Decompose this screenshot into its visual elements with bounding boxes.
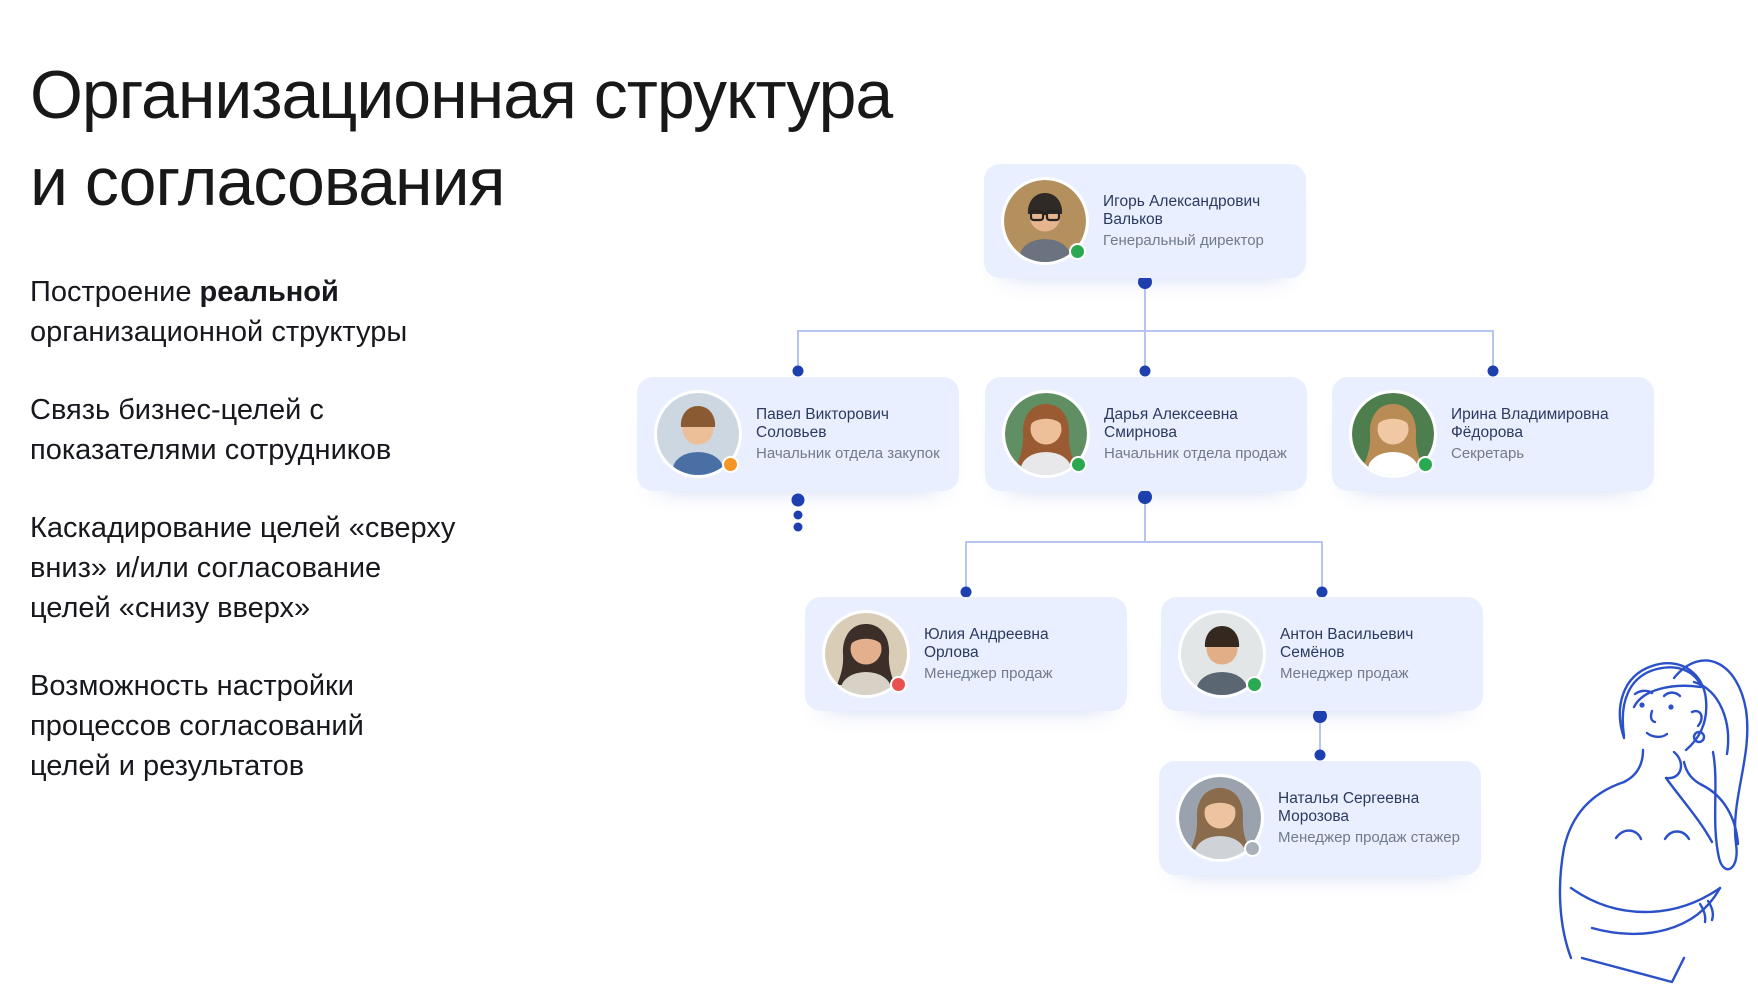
- connector-line: [1144, 281, 1146, 331]
- avatar: [657, 393, 739, 475]
- tree-expand-dot[interactable]: [793, 522, 803, 532]
- person-surname: Фёдорова: [1451, 424, 1523, 441]
- tree-expand-dot[interactable]: [791, 493, 805, 507]
- connector-line: [965, 541, 967, 592]
- connector-line: [797, 330, 799, 372]
- page-title-line1: Организационная структура: [30, 56, 893, 133]
- page-title: Организационная структура и согласования: [30, 52, 893, 227]
- person-role: Менеджер продаж: [924, 664, 1053, 682]
- person-name: Юлия Андреевна: [924, 625, 1049, 643]
- page-title-line2: и согласования: [30, 144, 505, 221]
- person-role: Менеджер продаж стажер: [1278, 828, 1460, 846]
- avatar: [1179, 777, 1261, 859]
- avatar-photo: [1181, 613, 1263, 695]
- org-node-card-darya[interactable]: Дарья Алексеевна Смирнова Начальник отде…: [985, 377, 1307, 491]
- status-dot: [1246, 676, 1263, 693]
- connector-dot: [1138, 275, 1152, 289]
- org-node-card-natalya[interactable]: Наталья Сергеевна Морозова Менеджер прод…: [1159, 761, 1481, 875]
- tree-expand-dot[interactable]: [793, 510, 803, 520]
- avatar-photo: [1352, 393, 1434, 475]
- connector-line: [966, 541, 1322, 543]
- person-name: Антон Васильевич: [1280, 625, 1414, 643]
- person-name: Игорь Александрович: [1103, 192, 1261, 210]
- status-dot: [1069, 243, 1086, 260]
- person-role: Генеральный директор: [1103, 231, 1264, 249]
- avatar: [1352, 393, 1434, 475]
- avatar-photo: [1004, 180, 1086, 262]
- person-name: Наталья Сергеевна: [1278, 789, 1420, 807]
- status-dot: [890, 676, 907, 693]
- avatar: [1005, 393, 1087, 475]
- org-node-card-anton[interactable]: Антон Васильевич Семёнов Менеджер продаж: [1161, 597, 1483, 711]
- connector-line: [1319, 716, 1321, 754]
- org-node-card-pavel[interactable]: Павел Викторович Соловьев Начальник отде…: [637, 377, 959, 491]
- connector-dot: [1314, 749, 1326, 761]
- connector-line: [1321, 541, 1323, 592]
- avatar-photo: [1179, 777, 1261, 859]
- org-node-card-yulia[interactable]: Юлия Андреевна Орлова Менеджер продаж: [805, 597, 1127, 711]
- thinking-woman-illustration: [1524, 586, 1758, 988]
- avatar: [1181, 613, 1263, 695]
- person-role: Секретарь: [1451, 444, 1525, 462]
- status-dot: [1070, 456, 1087, 473]
- connector-dot: [960, 586, 972, 598]
- avatar: [1004, 180, 1086, 262]
- connector-line: [1144, 497, 1146, 541]
- status-dot: [1417, 456, 1434, 473]
- status-dot: [722, 456, 739, 473]
- person-surname: Морозова: [1278, 808, 1350, 825]
- connector-line: [1144, 330, 1146, 372]
- avatar-photo: [657, 393, 739, 475]
- person-surname: Орлова: [924, 644, 979, 661]
- avatar-photo: [825, 613, 907, 695]
- connector-line: [1492, 330, 1494, 372]
- person-role: Начальник отдела закупок: [756, 444, 940, 462]
- status-dot: [1244, 840, 1261, 857]
- person-surname: Семёнов: [1280, 644, 1345, 661]
- person-name: Ирина Владимировна: [1451, 405, 1609, 423]
- org-node-card-igor[interactable]: Игорь Александрович Вальков Генеральный …: [984, 164, 1306, 278]
- person-role: Менеджер продаж: [1280, 664, 1409, 682]
- person-name: Дарья Алексеевна: [1104, 405, 1238, 423]
- person-role: Начальник отдела продаж: [1104, 444, 1287, 462]
- person-surname: Соловьев: [756, 424, 827, 441]
- connector-dot: [1316, 586, 1328, 598]
- connector-dot: [1313, 709, 1327, 723]
- avatar: [825, 613, 907, 695]
- person-name: Павел Викторович: [756, 405, 889, 423]
- connector-dot: [1138, 490, 1152, 504]
- person-surname: Смирнова: [1104, 424, 1177, 441]
- org-node-card-irina[interactable]: Ирина Владимировна Фёдорова Секретарь: [1332, 377, 1654, 491]
- avatar-photo: [1005, 393, 1087, 475]
- connector-dot: [792, 365, 804, 377]
- connector-dot: [1487, 365, 1499, 377]
- person-surname: Вальков: [1103, 211, 1163, 228]
- connector-dot: [1139, 365, 1151, 377]
